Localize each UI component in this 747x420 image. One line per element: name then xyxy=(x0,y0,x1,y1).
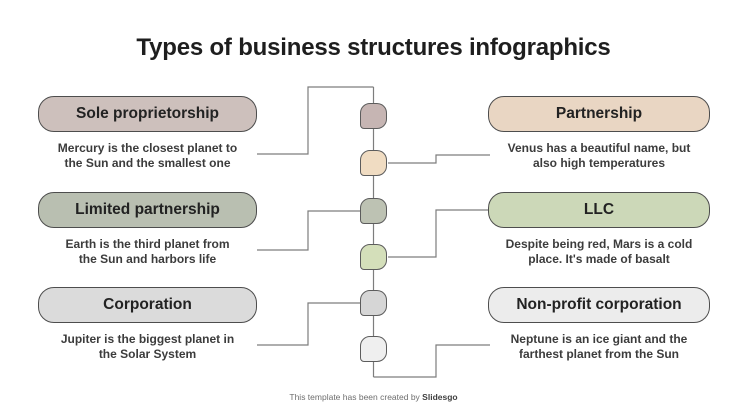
connector-partnership xyxy=(388,154,490,164)
pill-llc: LLC xyxy=(488,192,710,228)
connector-sole-proprietorship xyxy=(257,86,374,155)
page-title: Types of business structures infographic… xyxy=(136,34,611,61)
pill-sole-proprietorship: Sole proprietorship xyxy=(38,96,257,132)
pill-label: Limited partnership xyxy=(75,201,220,218)
item-limited-partnership: Limited partnership Earth is the third p… xyxy=(38,192,257,268)
timeline-node-sole-proprietorship xyxy=(360,103,387,129)
item-partnership: Partnership Venus has a beautiful name, … xyxy=(488,96,710,172)
pill-corporation: Corporation xyxy=(38,287,257,323)
item-sole-proprietorship: Sole proprietorship Mercury is the close… xyxy=(38,96,257,172)
timeline-node-limited-partnership xyxy=(360,198,387,224)
pill-label: Corporation xyxy=(103,296,192,313)
connector-nonprofit xyxy=(373,344,490,378)
pill-label: Sole proprietorship xyxy=(76,105,219,122)
pill-label: Partnership xyxy=(555,105,643,122)
item-description: Neptune is an ice giant and the farthest… xyxy=(510,332,688,362)
pill-limited-partnership: Limited partnership xyxy=(38,192,257,228)
timeline-node-nonprofit xyxy=(360,336,387,362)
pill-nonprofit-corporation: Non-profit corporation xyxy=(488,287,710,323)
item-llc: LLC Despite being red, Mars is a cold pl… xyxy=(488,192,710,268)
footer-text: This template has been created by xyxy=(289,392,423,402)
item-description: Despite being red, Mars is a cold place.… xyxy=(505,237,693,267)
pill-label: Non-profit corporation xyxy=(516,296,682,313)
item-corporation: Corporation Jupiter is the biggest plane… xyxy=(38,287,257,363)
timeline-node-partnership xyxy=(360,150,387,176)
footer-credit: This template has been created by Slides… xyxy=(0,392,747,402)
connector-corporation xyxy=(257,302,360,346)
timeline-node-corporation xyxy=(360,290,387,316)
connector-llc xyxy=(388,209,488,258)
item-description: Earth is the third planet from the Sun a… xyxy=(65,237,230,267)
timeline-node-llc xyxy=(360,244,387,270)
item-description: Jupiter is the biggest planet in the Sol… xyxy=(60,332,235,362)
item-nonprofit-corporation: Non-profit corporation Neptune is an ice… xyxy=(488,287,710,363)
brand-name: Slidesgo xyxy=(422,392,458,402)
pill-partnership: Partnership xyxy=(488,96,710,132)
pill-label: LLC xyxy=(583,201,615,218)
connector-limited-partnership xyxy=(257,210,360,251)
item-description: Mercury is the closest planet to the Sun… xyxy=(57,141,238,171)
item-description: Venus has a beautiful name, but also hig… xyxy=(507,141,691,171)
